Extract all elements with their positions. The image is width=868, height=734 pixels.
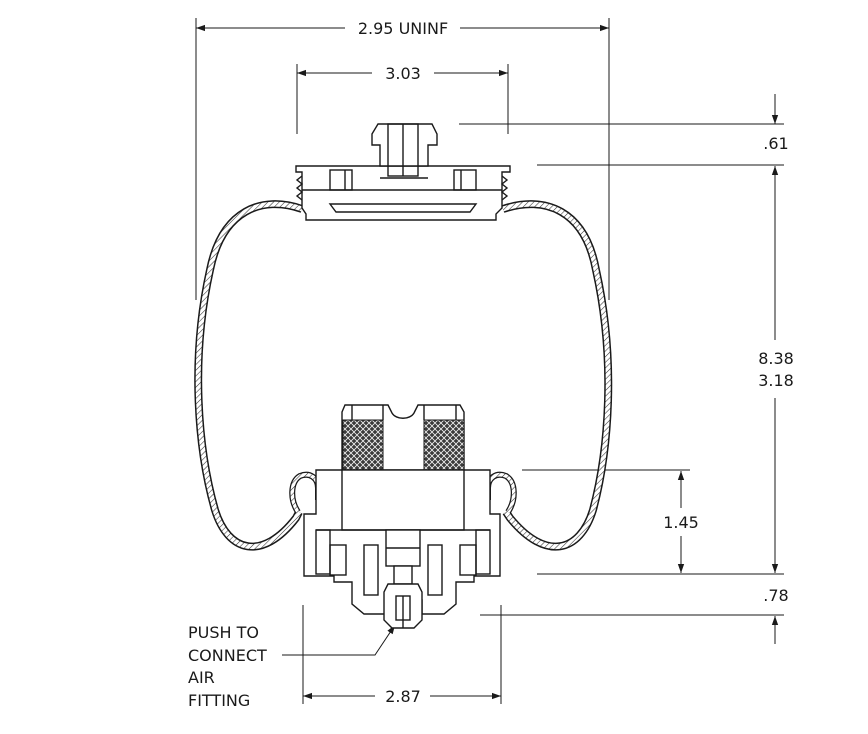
callout-line-2: CONNECT (188, 646, 267, 665)
dim-height-line2: 3.18 (758, 371, 794, 390)
dimension-piston-height: 1.45 (522, 469, 784, 575)
upper-bead-plate (295, 123, 511, 221)
rubber-bellows (194, 200, 613, 551)
dim-height-line1: 8.38 (758, 349, 794, 368)
dimension-top-stud-height: .61 (459, 94, 789, 166)
air-fitting-callout: PUSH TO CONNECT AIR FITTING (188, 623, 396, 710)
dim-upper-plate-label: 3.03 (385, 64, 421, 83)
lower-piston (303, 404, 501, 629)
callout-line-3: AIR (188, 668, 215, 687)
dimension-bottom-offset: .78 (480, 586, 789, 644)
dimension-top-width: 2.95 UNINF (195, 18, 610, 300)
dimension-upper-plate-width: 3.03 (296, 64, 509, 134)
callout-line-4: FITTING (188, 691, 250, 710)
dim-piston-height-label: 1.45 (663, 513, 699, 532)
dim-bottom-offset-label: .78 (763, 586, 788, 605)
callout-line-1: PUSH TO (188, 623, 259, 642)
dim-top-width-label: 2.95 UNINF (358, 19, 448, 38)
dimension-overall-height: 8.38 3.18 (758, 166, 794, 573)
dim-stud-height-label: .61 (763, 134, 788, 153)
dim-bottom-width-label: 2.87 (385, 687, 421, 706)
